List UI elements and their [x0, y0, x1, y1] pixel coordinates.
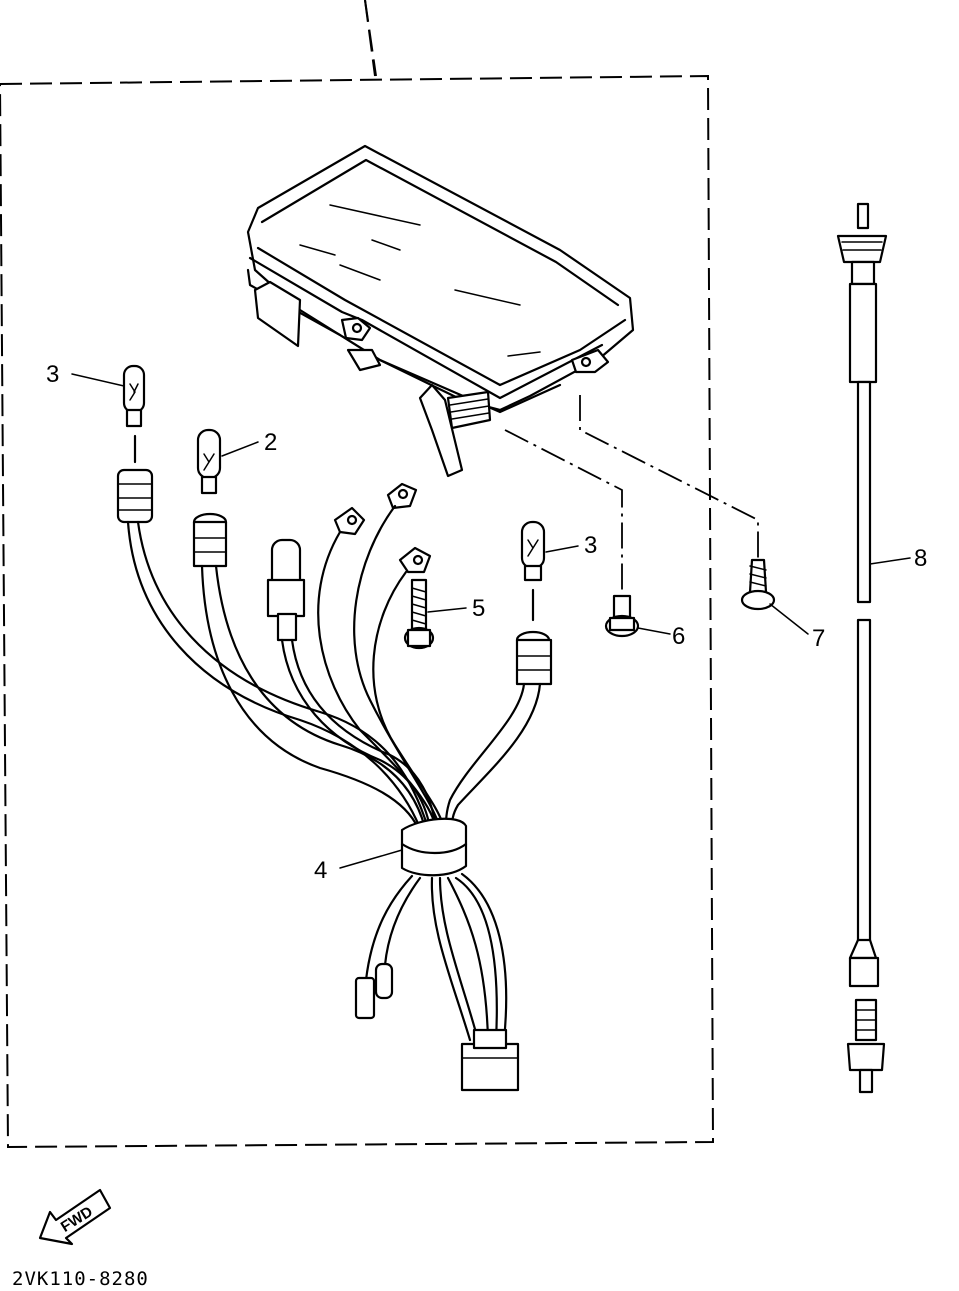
- part-code: 2VK110-8280: [12, 1268, 149, 1290]
- callout-8: 8: [914, 545, 927, 572]
- callout-4: 4: [314, 857, 327, 884]
- meter-cable: [836, 202, 888, 1094]
- screw-6: [604, 594, 640, 638]
- wire-harness: [116, 468, 553, 1092]
- fwd-arrow: FWD: [38, 1188, 112, 1246]
- bulb-3-right: [520, 520, 546, 622]
- screw-7: [740, 558, 776, 611]
- callout-7: 7: [812, 625, 825, 652]
- callout-3-left: 3: [46, 361, 59, 388]
- callout-2: 2: [264, 429, 277, 456]
- callout-6: 6: [672, 623, 685, 650]
- callout-5: 5: [472, 595, 485, 622]
- bulb-3-left: [122, 364, 146, 464]
- screw-5: [403, 578, 435, 650]
- callout-3-right: 3: [584, 532, 597, 559]
- assembly-leaders: [504, 395, 759, 590]
- bulb-2: [196, 428, 222, 495]
- callout-leaders: [71, 373, 911, 869]
- meter-housing: [246, 144, 635, 478]
- assembly-boundary: [0, 0, 715, 1149]
